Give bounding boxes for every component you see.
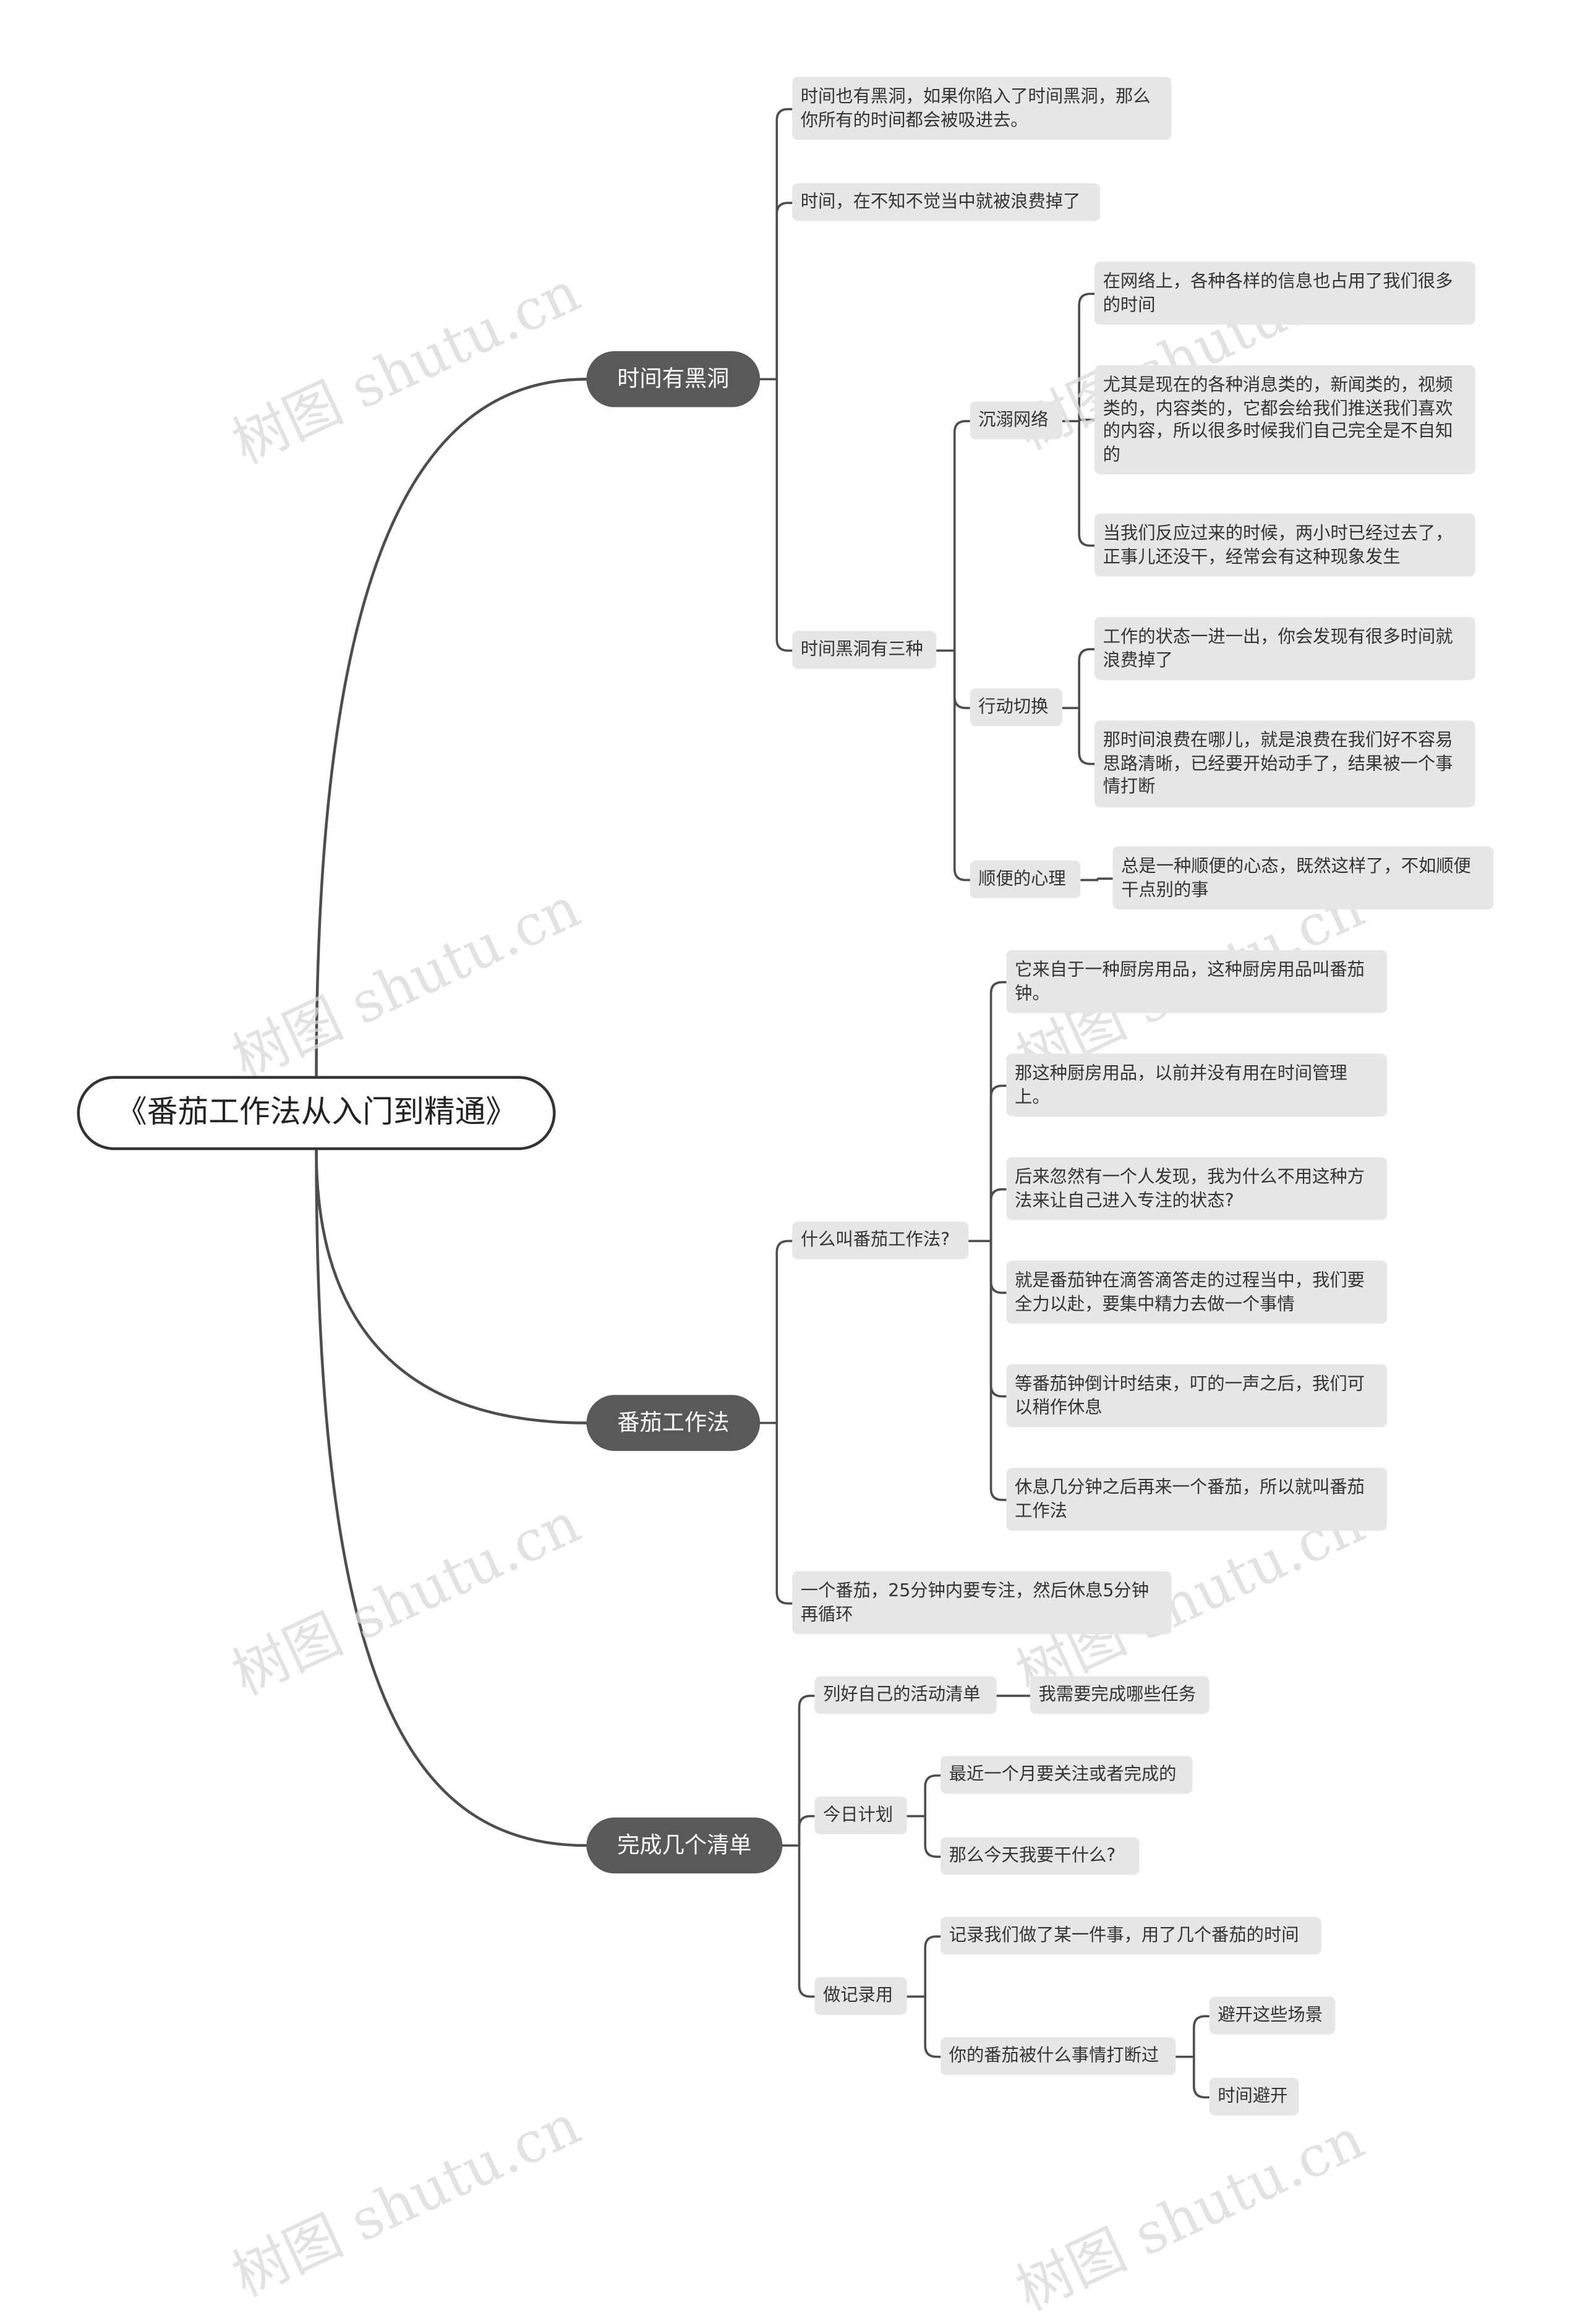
node-b3-n3-1[interactable]: 记录我们做了某一件事，用了几个番茄的时间 bbox=[941, 1917, 1321, 1955]
branch-lists[interactable]: 完成几个清单 bbox=[586, 1817, 783, 1874]
node-b1-n3-b2[interactable]: 那时间浪费在哪儿，就是浪费在我们好不容易思路清晰，已经要开始动手了，结果被一个事… bbox=[1094, 720, 1475, 807]
node-b1-n3-b[interactable]: 行动切换 bbox=[970, 688, 1062, 726]
node-b1-n3-a2[interactable]: 尤其是现在的各种消息类的，新闻类的，视频类的，内容类的，它都会给我们推送我们喜欢… bbox=[1094, 365, 1475, 475]
connector-line bbox=[775, 1421, 793, 1605]
node-b2-n1-3[interactable]: 后来忽然有一个人发现，我为什么不用这种方法来让自己进入专注的状态? bbox=[1006, 1157, 1388, 1220]
connector-line bbox=[1078, 648, 1096, 709]
node-b3-n2-1[interactable]: 最近一个月要关注或者完成的 bbox=[941, 1756, 1193, 1794]
connector-line bbox=[798, 1695, 816, 1847]
branch-time-black-hole[interactable]: 时间有黑洞 bbox=[586, 351, 761, 407]
connector-line bbox=[1078, 292, 1096, 423]
node-b3-n3-2a[interactable]: 避开这些场景 bbox=[1209, 1996, 1336, 2035]
connector-line bbox=[989, 1240, 1008, 1501]
node-b1-n3-c[interactable]: 顺便的心理 bbox=[970, 860, 1081, 898]
connector-line bbox=[775, 378, 793, 652]
connector-line bbox=[924, 1935, 942, 1998]
root-topic[interactable]: 《番茄工作法从入门到精通》 bbox=[77, 1076, 556, 1151]
node-b2-n1-1[interactable]: 它来自于一种厨房用品，这种厨房用品叫番茄钟。 bbox=[1006, 950, 1388, 1013]
connector-line bbox=[989, 1240, 1008, 1294]
connector-line bbox=[924, 1774, 942, 1818]
connector-line bbox=[1078, 707, 1096, 765]
node-b2-n1-5[interactable]: 等番茄钟倒计时结束，叮的一声之后，我们可以稍作休息 bbox=[1006, 1364, 1388, 1428]
node-b1-n3-a[interactable]: 沉溺网络 bbox=[970, 401, 1062, 440]
connector-line bbox=[989, 1084, 1008, 1243]
node-b3-n2[interactable]: 今日计划 bbox=[814, 1796, 907, 1834]
mindmap-canvas: 树图 shutu.cn 树图 shutu.cn 树图 shutu.cn 树图 s… bbox=[77, 77, 1494, 2324]
node-b2-n1-6[interactable]: 休息几分钟之后再来一个番茄，所以就叫番茄工作法 bbox=[1006, 1467, 1388, 1531]
node-b1-n3-b1[interactable]: 工作的状态一进一出，你会发现有很多时间就浪费掉了 bbox=[1094, 617, 1475, 680]
node-b3-n1[interactable]: 列好自己的活动清单 bbox=[814, 1676, 997, 1714]
node-b1-n1[interactable]: 时间也有黑洞，如果你陷入了时间黑洞，那么你所有的时间都会被吸进去。 bbox=[792, 77, 1172, 140]
connector-line bbox=[989, 1188, 1008, 1243]
connector-line bbox=[775, 108, 793, 381]
connector-lines bbox=[315, 108, 1211, 2099]
node-b3-n3-2[interactable]: 你的番茄被什么事情打断过 bbox=[941, 2037, 1176, 2075]
connector-line bbox=[924, 1815, 942, 1858]
connector-line bbox=[1078, 419, 1096, 423]
connector-line bbox=[798, 1815, 816, 1847]
connector-line bbox=[315, 1149, 588, 1847]
node-b1-n3-a3[interactable]: 当我们反应过来的时候，两小时已经过去了，正事儿还没干，经常会有这种现象发生 bbox=[1094, 513, 1475, 577]
node-b2-n1-4[interactable]: 就是番茄钟在滴答滴答走的过程当中，我们要全力以赴，要集中精力去做一个事情 bbox=[1006, 1261, 1388, 1324]
connector-line bbox=[953, 649, 971, 882]
node-b3-n1-1[interactable]: 我需要完成哪些任务 bbox=[1030, 1676, 1210, 1714]
connector-line bbox=[1192, 2015, 1211, 2058]
connector-line bbox=[315, 378, 588, 1078]
connector-line bbox=[1078, 420, 1096, 547]
node-b1-n2[interactable]: 时间，在不知不觉当中就被浪费掉了 bbox=[792, 183, 1101, 221]
node-b1-n3-c1[interactable]: 总是一种顺便的心态，既然这样了，不如顺便干点别的事 bbox=[1112, 846, 1494, 910]
node-b3-n2-2[interactable]: 那么今天我要干什么? bbox=[941, 1837, 1140, 1875]
branch-pomodoro[interactable]: 番茄工作法 bbox=[586, 1395, 761, 1451]
connector-line bbox=[924, 1995, 942, 2058]
connector-line bbox=[315, 1149, 588, 1424]
connector-line bbox=[953, 649, 971, 709]
connector-line bbox=[1192, 2055, 1211, 2099]
connector-line bbox=[953, 420, 971, 652]
node-b1-n3[interactable]: 时间黑洞有三种 bbox=[792, 631, 937, 669]
connector-line bbox=[775, 1240, 793, 1424]
node-b3-n3[interactable]: 做记录用 bbox=[814, 1977, 907, 2015]
connector-line bbox=[989, 1240, 1008, 1398]
node-b3-n3-2b[interactable]: 时间避开 bbox=[1209, 2077, 1299, 2116]
connector-line bbox=[989, 981, 1008, 1243]
node-b2-n2[interactable]: 一个番茄，25分钟内要专注，然后休息5分钟再循环 bbox=[792, 1571, 1172, 1635]
connector-line bbox=[1096, 877, 1114, 882]
node-b1-n3-a1[interactable]: 在网络上，各种各样的信息也占用了我们很多的时间 bbox=[1094, 262, 1475, 325]
node-b2-n1-2[interactable]: 那这种厨房用品，以前并没有用在时间管理上。 bbox=[1006, 1053, 1388, 1117]
node-b2-n1[interactable]: 什么叫番茄工作法? bbox=[792, 1221, 969, 1259]
connector-line bbox=[775, 202, 793, 381]
connector-line bbox=[798, 1844, 816, 1998]
